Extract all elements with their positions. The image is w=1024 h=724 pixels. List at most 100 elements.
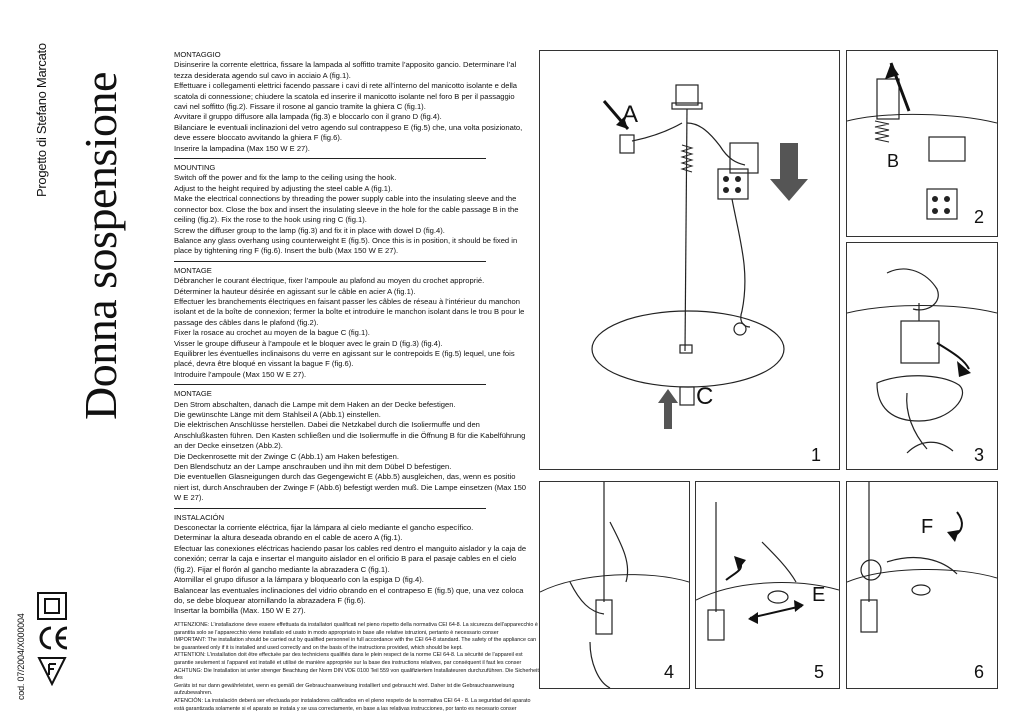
text-line: Bilanciare le eventuali inclinazioni del…: [174, 122, 523, 132]
text-line: Déterminer la hauteur désirée en agissan…: [174, 286, 416, 296]
double-insulation-icon: [36, 592, 70, 622]
text-line: Insertar la bombilla (Max. 150 W E 27).: [174, 606, 306, 616]
divider: [174, 507, 486, 509]
text-line: Anschlußkasten führen. Den Kasten schlie…: [174, 430, 526, 440]
divider: [174, 260, 486, 262]
warning-line: está garantizada solamente si el aparato…: [174, 705, 517, 712]
figure-1-drawing: [591, 84, 808, 429]
text-line: conexión; cerrar la caja e insertar el m…: [174, 554, 517, 564]
text-line: Inserire la lampadina (Max 150 W E 27).: [174, 143, 310, 153]
text-line: Die eventuellen Glasneigungen durch das …: [174, 472, 516, 482]
instructions-de: MONTAGE Den Strom abschalten, danach die…: [174, 389, 548, 503]
figure-4: 4: [539, 481, 690, 689]
ce-mark-icon: [36, 624, 70, 654]
text-line: Den Blendschutz an der Lampe anschrauben…: [174, 462, 452, 472]
instructions-column: MONTAGGIO Disinserire la corrente elettr…: [174, 50, 548, 617]
text-line: Equilibrer les éventuelles inclinaisons …: [174, 348, 515, 358]
text-line: placé, devra être bloqué en vissant la b…: [174, 359, 354, 369]
text-line: isolant et de la boîte de connexion; fer…: [174, 307, 525, 317]
text-line: scatola di connessione; chiudere la scat…: [174, 91, 515, 101]
text-line: Disinserire la corrente elettrica, fissa…: [174, 60, 517, 70]
title-band: Donna sospensione Progetto di Stefano Ma…: [0, 0, 160, 724]
divider: [174, 158, 486, 160]
section-heading: MOUNTING: [174, 163, 216, 173]
f-mark-icon: [36, 656, 70, 686]
text-line: Switch off the power and fix the lamp to…: [174, 173, 397, 183]
warning-line: ATTENTION: L’installation doit être effe…: [174, 652, 523, 659]
warning-line: ATTENZIONE: L’installazione deve essere …: [174, 622, 538, 628]
text-line: Determinar la altura deseada obrando en …: [174, 533, 403, 543]
text-line: Fixer la rosace au crochet au moyen de l…: [174, 328, 370, 338]
text-line: niert ist, durch Anschrauben der Zwinge …: [174, 482, 527, 492]
text-line: Introduire l’ampoule (Max 150 W E 27).: [174, 369, 307, 379]
figure-2-drawing: [847, 62, 997, 220]
text-line: Screw the diffuser group to the lamp (fi…: [174, 225, 445, 235]
product-title: Donna sospensione: [75, 72, 126, 420]
instructions-fr: MONTAGE Débrancher le courant électrique…: [174, 266, 548, 380]
figure-6-drawing: [847, 482, 997, 633]
figure-4-drawing: [540, 482, 689, 688]
text-line: Die gewünschte Länge mit dem Stahlseil A…: [174, 410, 381, 419]
warning-line: ACHTUNG: Die Installation ist unter stre…: [174, 667, 539, 682]
text-line: Make the electrical connections by threa…: [174, 194, 517, 204]
figure-number: 1: [811, 445, 822, 465]
figure-number: 2: [974, 207, 985, 227]
warning-line: ATENCIÓN: La instalación deberá ser efec…: [174, 697, 531, 704]
text-line: Den Strom abschalten, danach die Lampe m…: [174, 399, 456, 409]
text-line: Die elektrischen Anschlüsse herstellen. …: [174, 420, 480, 430]
text-line: Die Deckenrosette mit der Zwinge C (Abb.…: [174, 451, 399, 461]
warning-line: Geräts ist nur dann gewährleistet, wenn …: [174, 682, 515, 697]
warning-line: IMPORTANT: The installation should be ca…: [174, 637, 537, 644]
figure-number: 3: [974, 445, 985, 465]
section-heading: INSTALACIÓN: [174, 512, 225, 522]
text-line: Balancear las eventuales inclinaciones d…: [174, 585, 524, 595]
text-line: passage des câbles dans le plafond (fig.…: [174, 317, 319, 327]
text-line: Visser le groupe diffuseur à l’ampoule e…: [174, 338, 443, 348]
text-line: Effectuer les branchements électriques e…: [174, 296, 520, 306]
divider: [174, 384, 486, 386]
section-heading: MONTAGE: [174, 265, 212, 275]
instructions-it: MONTAGGIO Disinserire la corrente elettr…: [174, 50, 548, 154]
text-line: Balance any glass overhang using counter…: [174, 235, 518, 245]
figure-2: B 2: [846, 50, 998, 237]
text-line: Adjust to the height required by adjusti…: [174, 183, 393, 193]
callout-a: A: [622, 101, 639, 128]
text-line: ceiling (fig.2). Fix the rose to the hoo…: [174, 215, 367, 225]
figure-3: 3: [846, 242, 998, 470]
product-code: cod. 07/2004/X000004: [16, 613, 26, 700]
safety-warnings: ATTENZIONE: L’installazione deve essere …: [174, 622, 544, 713]
callout-b: B: [887, 151, 900, 171]
text-line: connector box. Close the box and insert …: [174, 204, 519, 214]
warning-line: garantie seulement si l’appareil est ins…: [174, 659, 522, 666]
text-line: cavi nel soffitto (fig.2). Fissare il ro…: [174, 102, 426, 112]
text-line: place by tightening ring F (fig.6). Inse…: [174, 246, 399, 256]
figure-number: 5: [814, 662, 825, 682]
figure-3-drawing: [847, 268, 997, 454]
instructions-es: INSTALACIÓN Desconectar la corriente elé…: [174, 513, 548, 617]
text-line: deve essere bloccato avvitando la ghiera…: [174, 133, 342, 143]
figure-number: 4: [664, 662, 675, 682]
text-line: Débrancher le courant électrique, fixer …: [174, 276, 485, 286]
text-line: (fig.2). Fijar el florón al gancho media…: [174, 564, 390, 574]
figure-1: A C 1: [539, 50, 840, 470]
section-heading: MONTAGE: [174, 389, 212, 399]
instructions-en: MOUNTING Switch off the power and fix th…: [174, 163, 548, 257]
figure-6: F 6: [846, 481, 998, 689]
warning-line: garantita solo se l’apparecchio viene in…: [174, 629, 499, 636]
figure-5-drawing: [696, 502, 839, 641]
figure-5: E 5: [695, 481, 840, 689]
callout-f: F: [921, 516, 934, 538]
callout-c: C: [696, 383, 714, 410]
designer-credit: Progetto di Stefano Marcato: [34, 43, 49, 197]
text-line: an der Decke einsetzen (Abb.2).: [174, 441, 283, 451]
callout-e: E: [812, 584, 826, 606]
text-line: tezza desiderata agendo sul cavo in acci…: [174, 70, 351, 80]
text-line: Atornillar el grupo difusor a la lámpara…: [174, 575, 424, 585]
warning-line: be guaranteed only if it is installed an…: [174, 644, 463, 651]
section-heading: MONTAGGIO: [174, 50, 221, 59]
text-line: Efectuar las conexiones eléctricas hacie…: [174, 543, 527, 553]
figure-number: 6: [974, 662, 985, 682]
text-line: Effettuare i collegamenti elettrici face…: [174, 81, 518, 91]
text-line: Desconectar la corriente eléctrica, fija…: [174, 523, 474, 533]
text-line: Avvitare il gruppo diffusore alla lampad…: [174, 112, 442, 122]
